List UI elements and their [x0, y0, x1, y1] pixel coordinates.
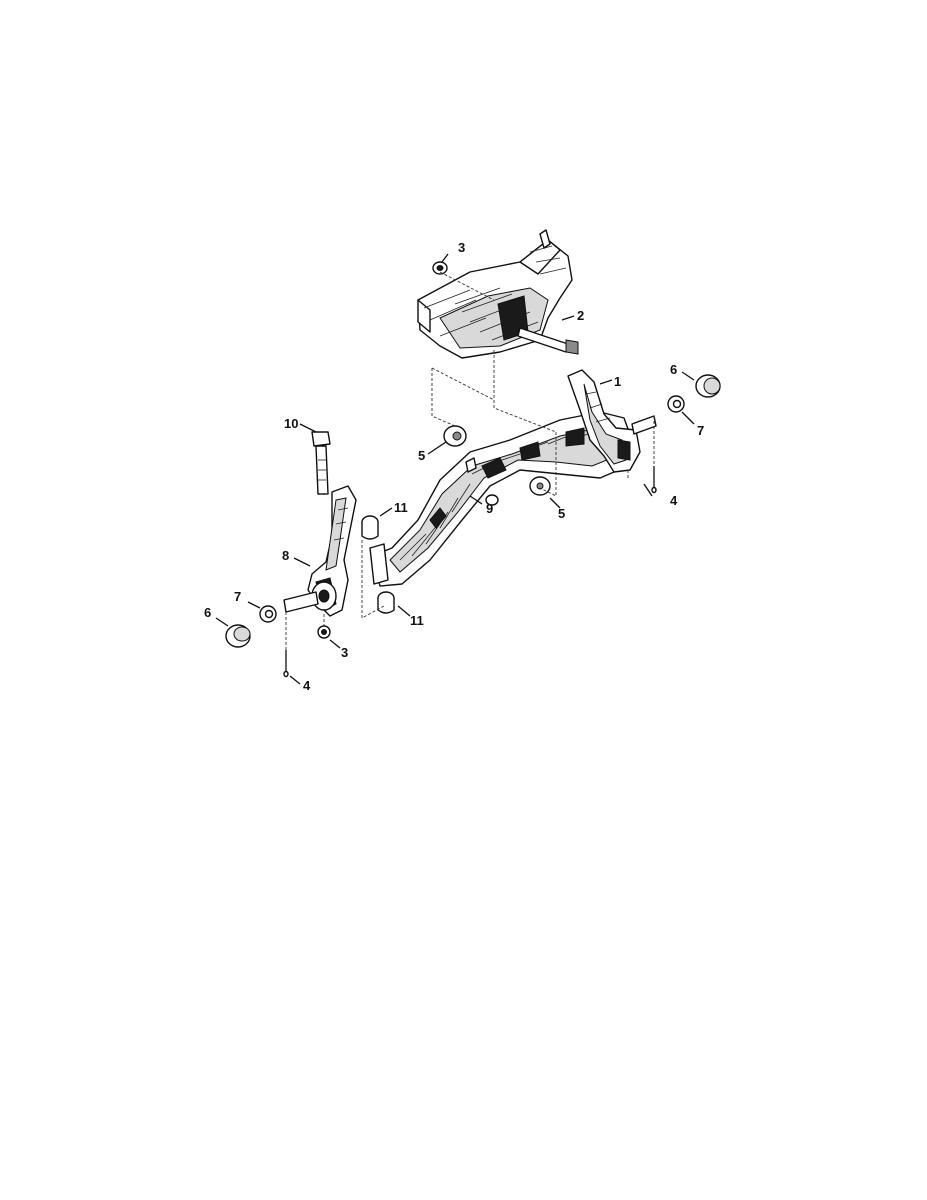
bolt-part-10 [311, 431, 331, 495]
washer-part-7-right [667, 395, 685, 413]
callout-9: 9 [486, 501, 493, 516]
callout-1: 1 [614, 374, 621, 389]
callout-6-right: 6 [670, 362, 677, 377]
cap-part-6-left [225, 624, 251, 648]
callout-11-bottom: 11 [410, 613, 424, 628]
callout-5-right: 5 [558, 506, 565, 521]
bolt-part-2 [517, 327, 579, 355]
callout-8: 8 [282, 548, 289, 563]
callout-7-right: 7 [697, 423, 704, 438]
callout-7-left: 7 [234, 589, 241, 604]
callout-3-bottom: 3 [341, 645, 348, 660]
leader-lines [215, 253, 695, 685]
cotter-pin-part-4-left [283, 650, 289, 678]
cap-part-6-right [695, 374, 721, 398]
cotter-pin-part-4-right [651, 466, 657, 494]
callout-6-left: 6 [204, 605, 211, 620]
callout-4-right: 4 [670, 493, 678, 508]
spindle-left [283, 591, 319, 613]
callout-10: 10 [284, 416, 298, 431]
alignment-lines [285, 271, 655, 650]
washer-part-5-left [443, 425, 467, 447]
knuckle-part-8 [307, 485, 357, 617]
callout-11-top: 11 [394, 500, 408, 515]
frame-bracket [417, 229, 573, 359]
nut-part-3-top [432, 261, 448, 275]
callout-3-top: 3 [458, 240, 465, 255]
washer-part-7-left [259, 605, 277, 623]
knuckle-part-1 [567, 369, 641, 473]
sleeve-mid [369, 543, 389, 585]
bushing-part-11-bottom [377, 591, 395, 614]
nut-part-3-bottom [317, 625, 331, 639]
callout-5-left: 5 [418, 448, 425, 463]
callout-4-left: 4 [303, 678, 311, 693]
washer-part-5-right [529, 476, 551, 496]
bushing-part-11-top [361, 515, 379, 540]
spindle-right [631, 415, 657, 435]
callout-2: 2 [577, 308, 584, 323]
